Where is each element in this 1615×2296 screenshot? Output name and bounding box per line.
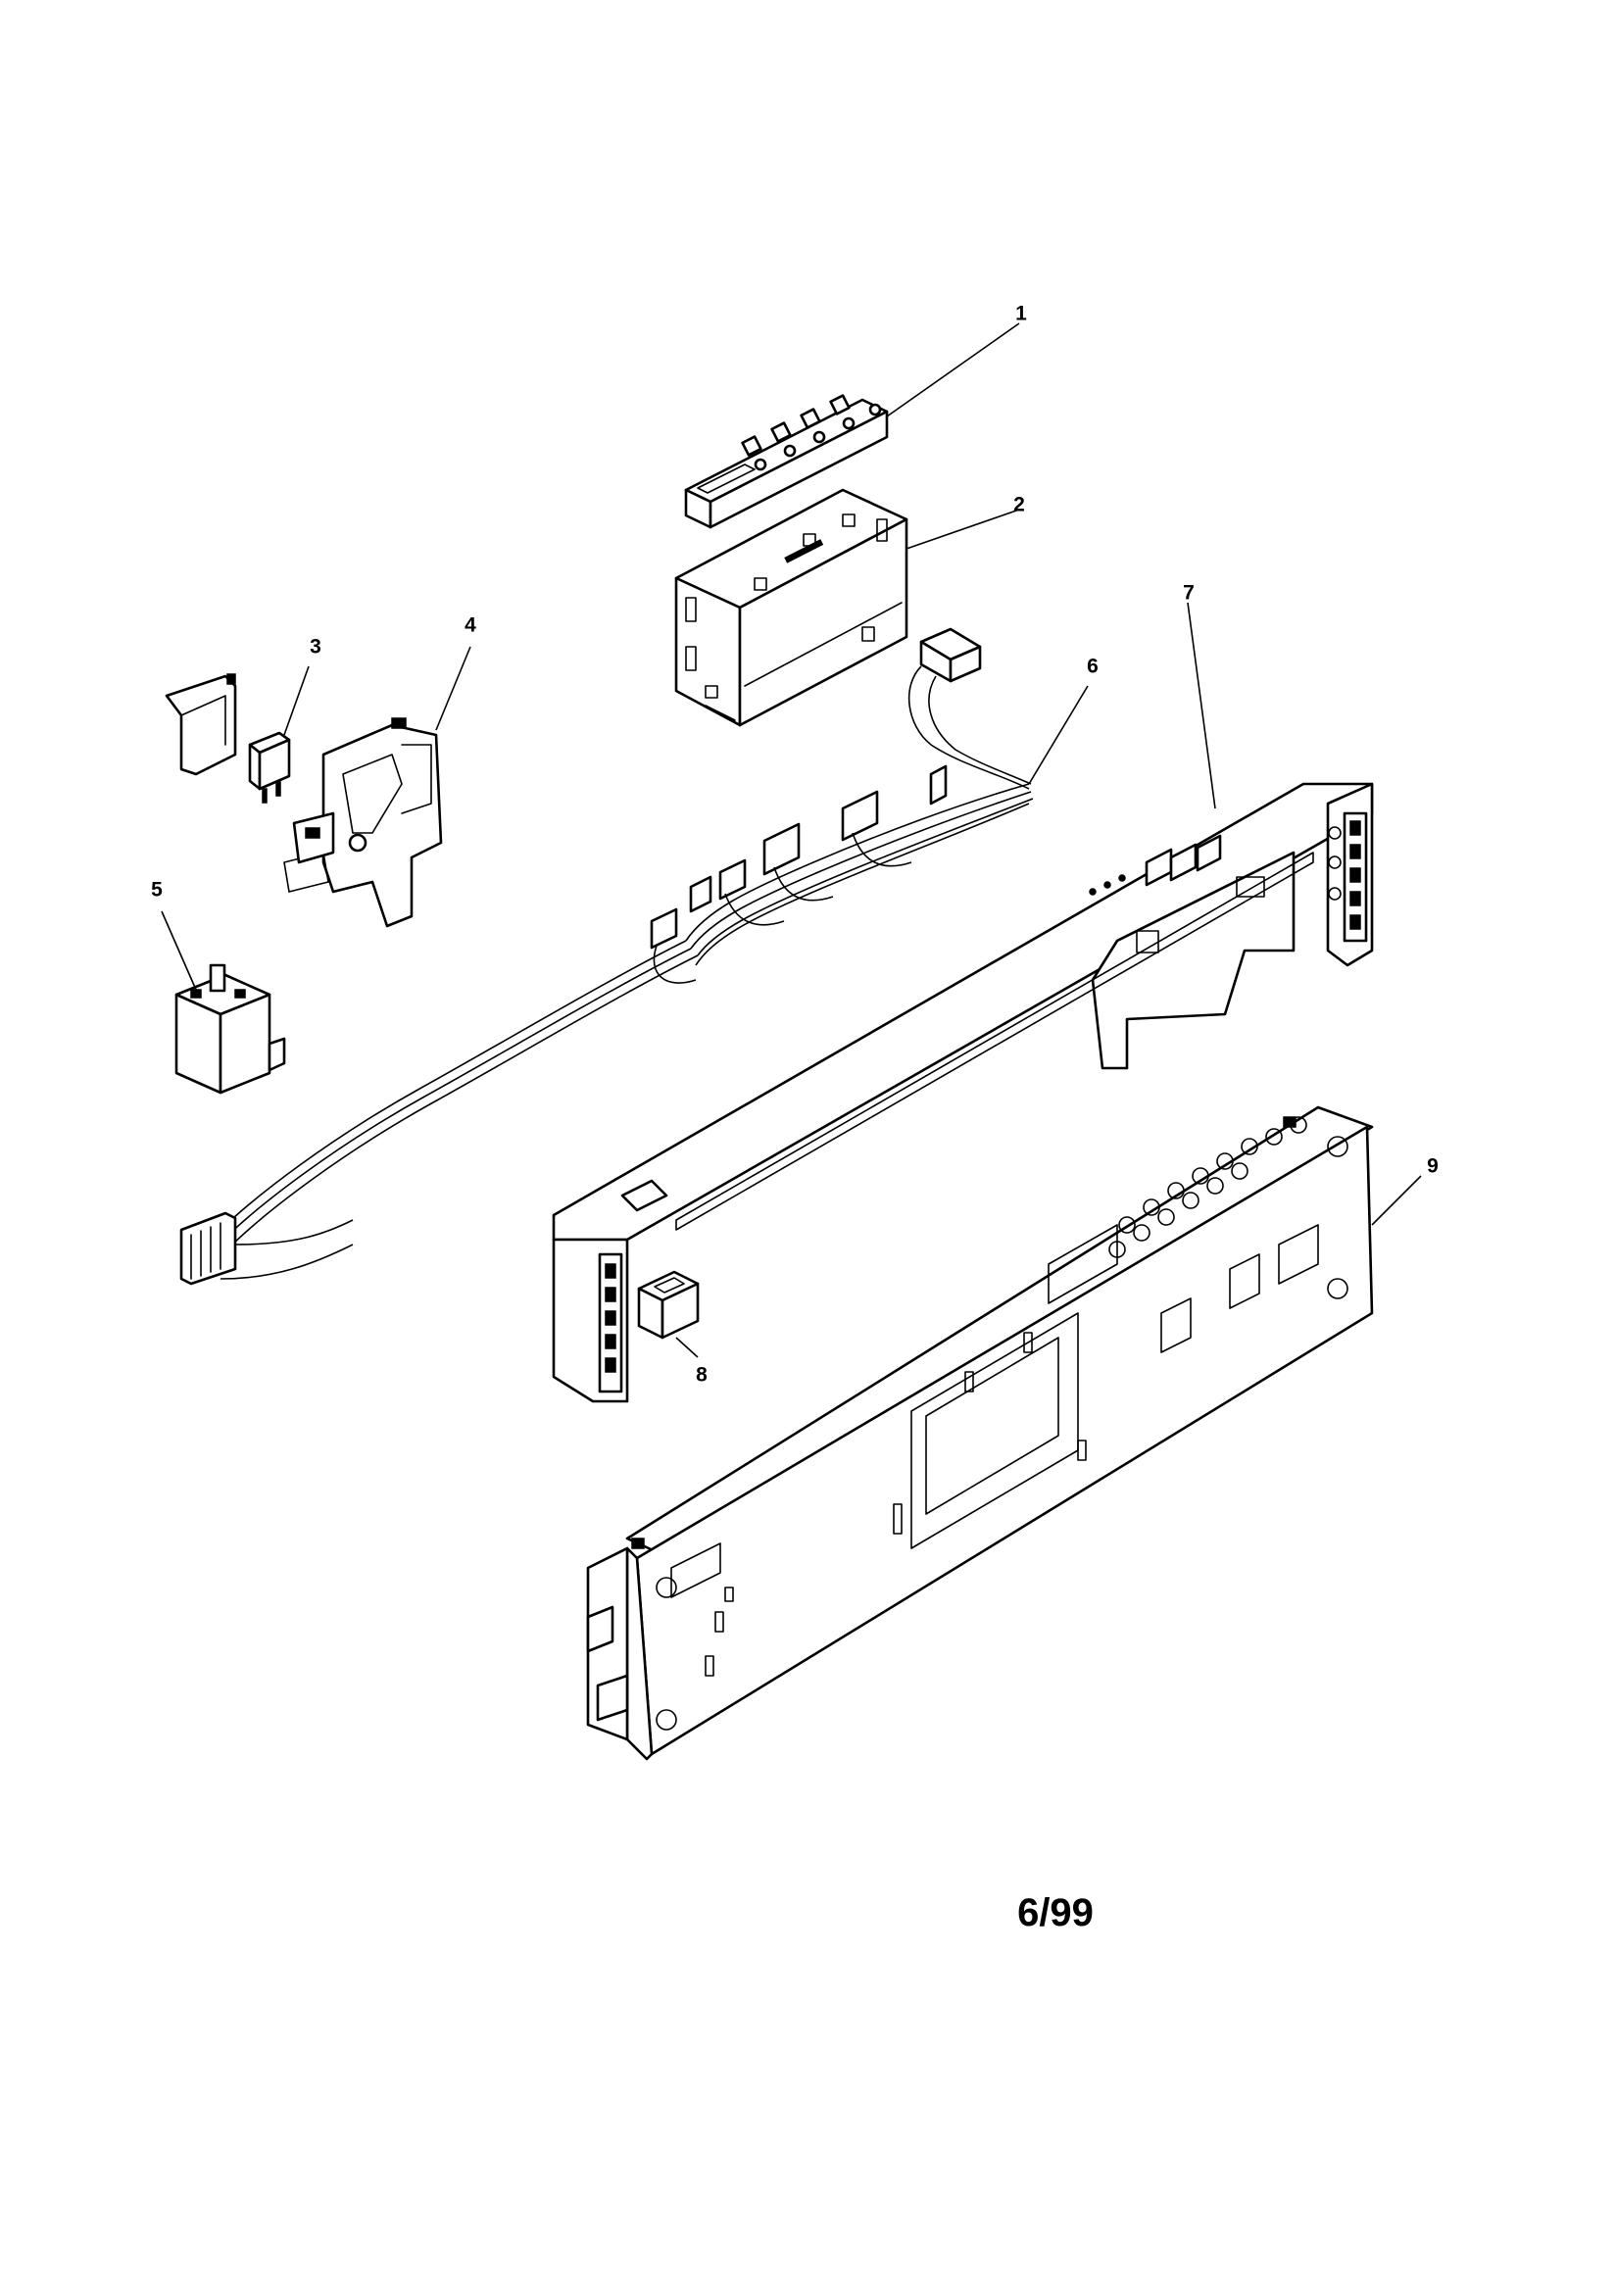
- leader-line-6: [1028, 685, 1089, 785]
- part-5-relay: [174, 963, 286, 1095]
- callout-9: 9: [1427, 1154, 1439, 1178]
- callout-5: 5: [151, 878, 163, 902]
- part-2-control-module: [674, 488, 908, 727]
- leader-line-4: [435, 646, 471, 731]
- part-4-door-latch: [283, 717, 443, 928]
- callout-6: 6: [1087, 655, 1099, 678]
- callout-2: 2: [1013, 493, 1025, 516]
- leader-line-3: [283, 665, 310, 736]
- part-9-inner-panel: [586, 1105, 1374, 1761]
- part-6-wire-harness: [179, 627, 1034, 1286]
- leader-line-1: [886, 322, 1020, 417]
- part-1-keypad: [684, 394, 889, 529]
- leader-line-7: [1187, 602, 1216, 809]
- part-7-control-panel: [552, 782, 1374, 1403]
- callout-1: 1: [1015, 302, 1027, 325]
- callout-7: 7: [1183, 581, 1195, 605]
- part-3-switch: [165, 673, 291, 804]
- leader-line-8: [675, 1337, 699, 1358]
- date-code: 6/99: [1017, 1891, 1094, 1934]
- leader-line-2: [905, 509, 1020, 550]
- callout-3: 3: [310, 635, 321, 659]
- leader-line-5: [161, 910, 197, 991]
- part-8-clip: [637, 1270, 700, 1340]
- callout-4: 4: [465, 613, 476, 637]
- leader-line-9: [1371, 1175, 1422, 1226]
- callout-8: 8: [696, 1363, 708, 1387]
